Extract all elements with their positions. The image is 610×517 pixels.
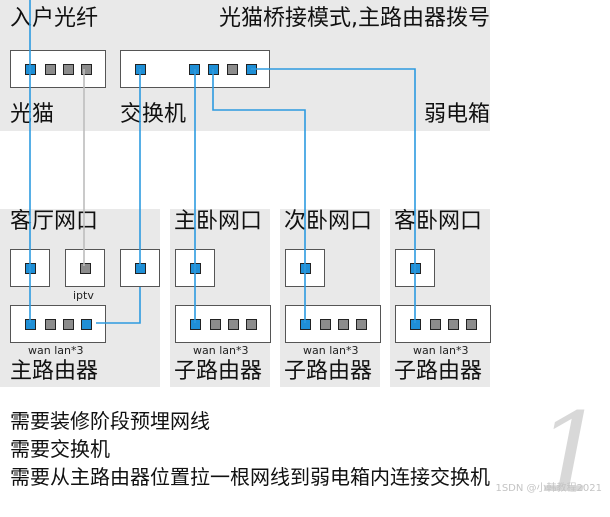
note-cable-run: 需要从主路由器位置拉一根网线到弱电箱内连接交换机 <box>10 465 490 489</box>
modem-port-3 <box>63 64 74 75</box>
second-router-label: 子路由器 <box>284 359 373 384</box>
router-lan-port <box>466 319 477 330</box>
main-router <box>10 305 106 343</box>
guest-router-label: 子路由器 <box>394 359 483 384</box>
router-wan-port <box>410 319 421 330</box>
router-lan-port <box>45 319 56 330</box>
switch-label: 交换机 <box>120 102 187 127</box>
router-lan-port <box>81 319 92 330</box>
note-prewire: 需要装修阶段预埋网线 <box>10 409 210 433</box>
switch-port-5 <box>246 64 257 75</box>
weak-current-box-label: 弱电箱 <box>423 102 490 127</box>
guest-router-port-caption: wan lan*3 <box>413 344 469 357</box>
switch-port-4 <box>227 64 238 75</box>
sub-router-guest <box>395 305 491 343</box>
socket-port <box>410 263 421 274</box>
main-router-port-caption: wan lan*3 <box>28 344 84 357</box>
router-wan-port <box>190 319 201 330</box>
socket-port <box>80 263 91 274</box>
router-lan-port <box>430 319 441 330</box>
switch-port-1 <box>135 64 146 75</box>
socket-port <box>135 263 146 274</box>
second-router-port-caption: wan lan*3 <box>303 344 359 357</box>
master-router-port-caption: wan lan*3 <box>193 344 249 357</box>
socket-port <box>300 263 311 274</box>
bridge-mode-title: 光猫桥接模式,主路由器拨号 <box>219 6 490 31</box>
second-socket <box>285 249 325 287</box>
socket-port <box>190 263 201 274</box>
living-socket-2 <box>120 249 160 287</box>
router-lan-port <box>338 319 349 330</box>
router-lan-port <box>246 319 257 330</box>
modem-port-1 <box>25 64 36 75</box>
living-socket-iptv <box>65 249 105 287</box>
second-bedroom-title: 次卧网口 <box>284 209 373 234</box>
sub-router-master <box>175 305 271 343</box>
router-lan-port <box>63 319 74 330</box>
router-wan-port <box>300 319 311 330</box>
modem-label: 光猫 <box>10 102 55 127</box>
modem-port-2 <box>45 64 56 75</box>
watermark-text: 1SDN @小韩教程2021 <box>495 483 602 494</box>
router-wan-port <box>25 319 36 330</box>
sub-router-second <box>285 305 381 343</box>
main-router-label: 主路由器 <box>10 359 99 384</box>
guest-socket <box>395 249 435 287</box>
switch-port-2 <box>189 64 200 75</box>
network-switch <box>120 50 270 88</box>
fiber-input-label: 入户光纤 <box>10 6 99 31</box>
optical-modem <box>10 50 106 88</box>
socket-port <box>25 263 36 274</box>
router-lan-port <box>448 319 459 330</box>
router-lan-port <box>228 319 239 330</box>
router-lan-port <box>320 319 331 330</box>
master-router-label: 子路由器 <box>174 359 263 384</box>
iptv-label: iptv <box>73 289 94 302</box>
switch-port-3 <box>208 64 219 75</box>
master-socket <box>175 249 215 287</box>
watermark-number: 1 <box>536 389 606 517</box>
router-lan-port <box>210 319 221 330</box>
guest-bedroom-title: 客卧网口 <box>394 209 483 234</box>
master-bedroom-title: 主卧网口 <box>174 209 263 234</box>
living-socket-1 <box>10 249 50 287</box>
note-switch: 需要交换机 <box>10 437 110 461</box>
router-lan-port <box>356 319 367 330</box>
modem-port-4 <box>81 64 92 75</box>
living-room-title: 客厅网口 <box>10 209 99 234</box>
